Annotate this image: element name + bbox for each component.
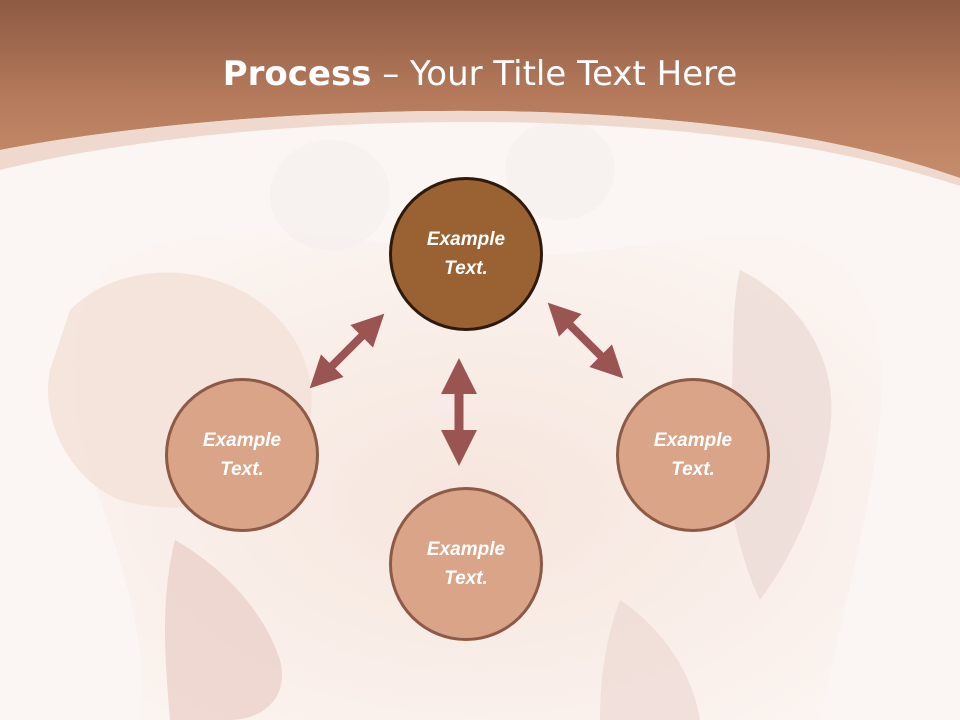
header-highlight (0, 110, 960, 186)
node-left-label: Example Text. (202, 430, 282, 480)
title-bold: Process (222, 54, 372, 94)
arrow-center-left (309, 313, 385, 389)
arrow-center-right (547, 302, 624, 379)
slide-title: Process – Your Title Text Here (0, 52, 960, 96)
process-node-right: Example Text. (616, 378, 770, 532)
process-node-center: Example Text. (389, 177, 543, 331)
process-node-bottom: Example Text. (389, 487, 543, 641)
node-right-label: Example Text. (653, 430, 733, 480)
process-node-left: Example Text. (165, 378, 319, 532)
header-band (0, 0, 960, 178)
node-bottom-label: Example Text. (426, 539, 506, 589)
title-rest: – Your Title Text Here (371, 54, 738, 94)
faded-photo (48, 120, 882, 720)
node-center-label: Example Text. (426, 229, 506, 279)
